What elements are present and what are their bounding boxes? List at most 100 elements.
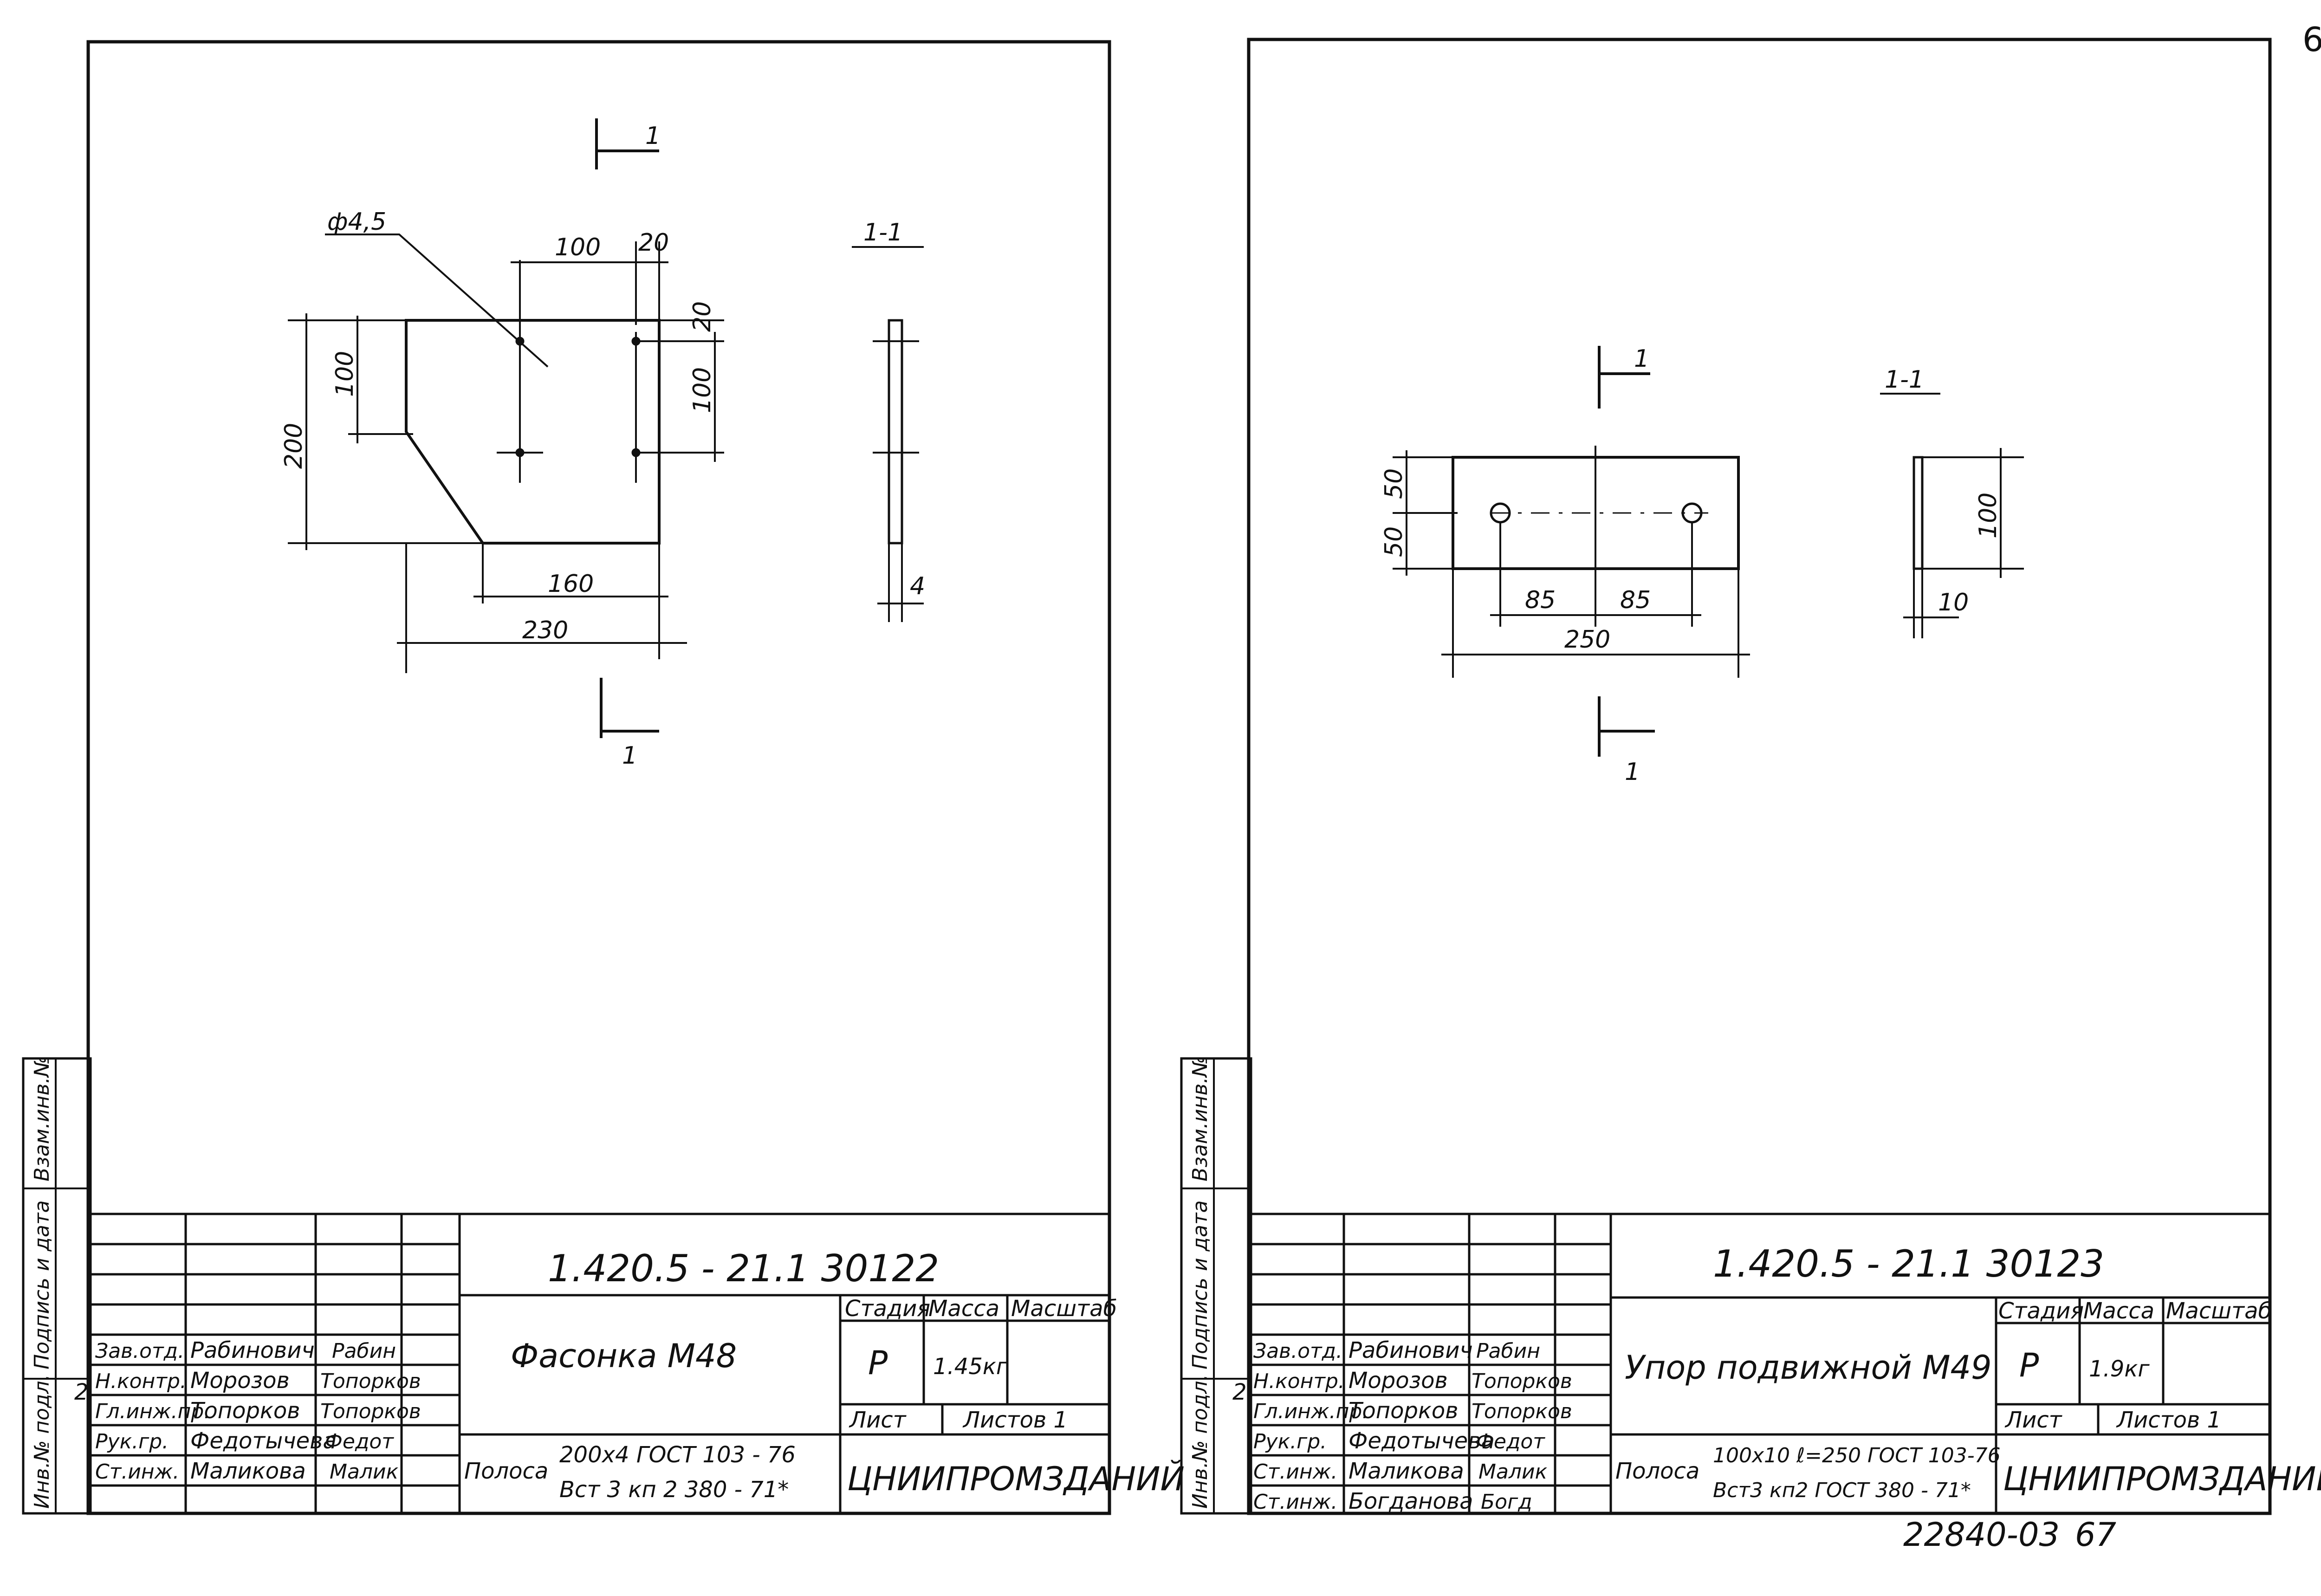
mass-label-1: Масса <box>928 1296 999 1322</box>
dim-85-a: 85 <box>1525 586 1556 614</box>
org-name-2: ЦНИИПРОМЗДАНИЙ <box>2003 1460 2321 1498</box>
sheet-1 <box>22 40 1111 1515</box>
staff-role: Рук.гр. <box>1253 1430 1327 1453</box>
mass-label-2: Масса <box>2083 1298 2154 1324</box>
section-mark-top-2: 1 <box>1634 345 1649 373</box>
staff-name: Маликова <box>190 1458 306 1484</box>
staff-name: Топорков <box>1349 1398 1459 1424</box>
staff-sign: Богд <box>1481 1490 1532 1514</box>
dim-100-left: 100 <box>331 351 359 397</box>
staff-sign: Топорков <box>1472 1400 1572 1423</box>
dim-100-top: 100 <box>555 234 601 261</box>
stage-label-2: Стадия <box>1998 1298 2084 1324</box>
bottom-page: 67 <box>2075 1516 2116 1554</box>
staff-sign: Рабин <box>332 1339 396 1363</box>
staff-name: Федотычева <box>190 1428 337 1454</box>
mass-value-1: 1.45кг <box>933 1354 1008 1380</box>
staff-role: Зав.отд. <box>1253 1339 1342 1363</box>
hole-label: ф4,5 <box>327 208 386 236</box>
part-name-1: Фасонка М48 <box>511 1337 737 1375</box>
dim-85-b: 85 <box>1620 586 1651 614</box>
staff-list-2: Зав.отд. Рабинович Рабин Н.контр. Морозо… <box>1253 1337 1572 1514</box>
org-name-1: ЦНИИПРОМЗДАНИЙ <box>847 1460 1185 1498</box>
scale-label-1: Масштаб <box>1011 1296 1117 1322</box>
staff-role: Гл.инж.пр. <box>95 1400 210 1423</box>
staff-role: Рук.гр. <box>95 1430 169 1453</box>
sheet-2 <box>1180 38 2272 1515</box>
staff-sign: Топорков <box>320 1369 421 1393</box>
staff-sign: Топорков <box>320 1400 421 1423</box>
rev-mark-2: 2 <box>1232 1379 1247 1405</box>
side-label-inv: Инв.№ подл. <box>1188 1374 1212 1509</box>
dim-50-b: 50 <box>1380 526 1408 557</box>
staff-sign: Рабин <box>1476 1339 1540 1363</box>
section-title-2: 1-1 <box>1885 366 1924 394</box>
dim-200-left: 200 <box>280 423 308 469</box>
staff-sign: Малик <box>1478 1460 1548 1484</box>
staff-role: Гл.инж.пр. <box>1253 1400 1368 1423</box>
rev-mark-1: 2 <box>74 1379 89 1405</box>
sheet-1-texts: ф4,5 1 1 1-1 100 20 20 100 100 200 160 2… <box>30 122 1185 1509</box>
dim-20-right: 20 <box>688 301 716 332</box>
material-line2-2: Вст3 кп2 ГОСТ 380 - 71* <box>1713 1479 1971 1502</box>
dim-100: 100 <box>1974 493 2002 538</box>
section-mark-bottom-2: 1 <box>1625 758 1640 786</box>
section-mark-top-1: 1 <box>645 122 661 150</box>
staff-role: Ст.инж. <box>1253 1460 1337 1484</box>
staff-name: Богданова <box>1349 1488 1473 1514</box>
stop-m49-drawing <box>1393 346 2024 757</box>
side-label-sign: Подпись и дата <box>30 1200 54 1369</box>
staff-sign: Федот <box>1476 1430 1545 1453</box>
staff-name: Топорков <box>190 1398 300 1424</box>
sheet-label-1: Лист <box>849 1407 907 1433</box>
sheets-label-1: Листов 1 <box>962 1407 1068 1433</box>
staff-name: Рабинович <box>1349 1337 1473 1363</box>
side-label-replace: Взам.инв.№ <box>30 1056 54 1181</box>
mass-value-2: 1.9кг <box>2089 1356 2150 1382</box>
side-label-sign: Подпись и дата <box>1188 1200 1212 1369</box>
staff-role: Ст.инж. <box>1253 1490 1337 1514</box>
stage-value-2: Р <box>2019 1346 2039 1384</box>
dim-20-top: 20 <box>638 229 669 257</box>
scale-label-2: Масштаб <box>2166 1298 2272 1324</box>
staff-role: Зав.отд. <box>95 1339 184 1363</box>
title-block-2 <box>1249 1213 2270 1513</box>
side-label-replace: Взам.инв.№ <box>1188 1056 1212 1181</box>
sheet-2-texts: 1 1 1-1 50 50 85 85 250 100 10 1.420.5 -… <box>1188 345 2321 1554</box>
material-label-2: Полоса <box>1615 1458 1699 1484</box>
stage-value-1: Р <box>868 1344 888 1382</box>
dim-160: 160 <box>548 570 594 598</box>
material-line2-1: Вст 3 кп 2 380 - 71* <box>559 1477 789 1503</box>
staff-name: Рабинович <box>190 1337 315 1363</box>
dim-4: 4 <box>910 572 925 600</box>
bottom-code: 22840-03 <box>1903 1516 2060 1554</box>
title-block-1 <box>88 1213 1109 1513</box>
doc-code-1: 1.420.5 - 21.1 30122 <box>548 1247 939 1290</box>
stage-label-1: Стадия <box>845 1296 930 1322</box>
staff-sign: Топорков <box>1472 1369 1572 1393</box>
dim-50-a: 50 <box>1380 468 1408 499</box>
staff-name: Морозов <box>190 1368 290 1394</box>
dim-230: 230 <box>522 616 568 644</box>
staff-list-1: Зав.отд. Рабинович Рабин Н.контр. Морозо… <box>95 1337 421 1484</box>
sheets-label-2: Листов 1 <box>2116 1407 2221 1433</box>
dim-250: 250 <box>1564 626 1610 654</box>
staff-name: Маликова <box>1349 1458 1464 1484</box>
doc-code-2: 1.420.5 - 21.1 30123 <box>1713 1242 2104 1285</box>
plate-m48-drawing <box>288 118 924 738</box>
section-mark-bottom-1: 1 <box>622 742 637 770</box>
staff-sign: Федот <box>325 1430 394 1453</box>
material-line1-2: 100х10 ℓ=250 ГОСТ 103-76 <box>1713 1444 2001 1467</box>
staff-role: Ст.инж. <box>95 1460 179 1484</box>
staff-role: Н.контр. <box>95 1369 187 1393</box>
staff-name: Федотычева <box>1349 1428 1495 1454</box>
dim-10: 10 <box>1938 589 1969 616</box>
staff-role: Н.контр. <box>1253 1369 1345 1393</box>
side-label-inv: Инв.№ подл. <box>30 1374 54 1509</box>
part-name-2: Упор подвижной М49 <box>1625 1349 1992 1387</box>
page-number: 66 <box>2302 20 2321 59</box>
material-line1-1: 200х4 ГОСТ 103 - 76 <box>559 1442 796 1468</box>
section-title-1: 1-1 <box>863 219 903 247</box>
sheet-label-2: Лист <box>2004 1407 2063 1433</box>
